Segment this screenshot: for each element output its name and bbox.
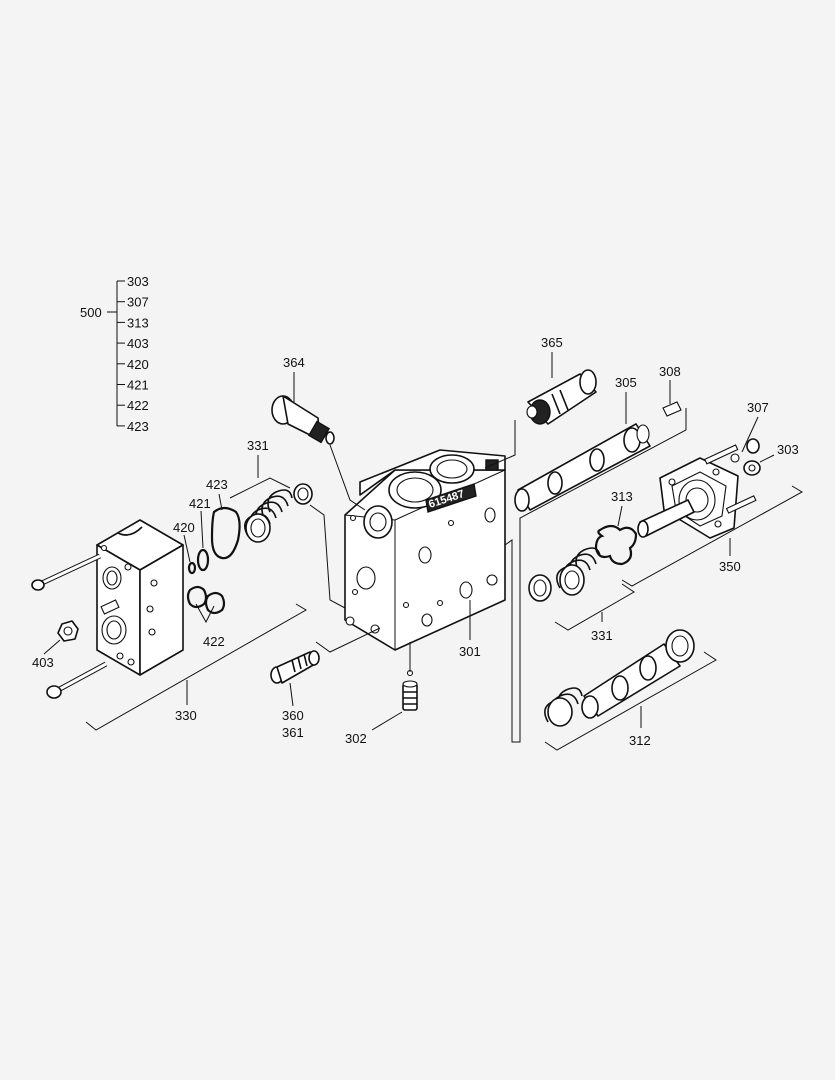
main-valve-block-301: 615487 <box>344 449 506 651</box>
control-block-330 <box>96 519 184 676</box>
callout-313: 313 <box>611 489 633 504</box>
callout-361: 361 <box>282 725 304 740</box>
callout-403: 403 <box>32 655 54 670</box>
kit-list-item: 403 <box>127 336 149 351</box>
callout-364: 364 <box>283 355 305 370</box>
nut-403 <box>57 599 120 642</box>
callout-422: 422 <box>203 634 225 649</box>
callout-360: 360 <box>282 708 304 723</box>
spool-305 <box>514 401 682 512</box>
callout-331-right: 331 <box>591 628 613 643</box>
seals-420-423 <box>186 506 241 615</box>
callout-301: 301 <box>459 644 481 659</box>
kit-list-item: 420 <box>127 357 149 372</box>
callout-365: 365 <box>541 335 563 350</box>
callout-307: 307 <box>747 400 769 415</box>
kit-list: 500 303 307 313 403 420 421 422 423 <box>80 274 149 434</box>
kit-list-item: 423 <box>127 419 149 434</box>
callout-312: 312 <box>629 733 651 748</box>
kit-list-item: 303 <box>127 274 149 289</box>
kit-list-item: 313 <box>127 315 149 330</box>
spring-331-left <box>244 483 313 543</box>
screw-upper-left <box>31 553 102 591</box>
callout-421: 421 <box>189 496 211 511</box>
kit-list-item: 307 <box>127 295 149 310</box>
leader-lines <box>43 352 804 751</box>
solenoid-365 <box>526 369 597 425</box>
callout-330: 330 <box>175 708 197 723</box>
callout-305: 305 <box>615 375 637 390</box>
fitting-360-361 <box>270 616 380 684</box>
screw-lower-left <box>46 661 108 699</box>
kit-list-item: 421 <box>127 378 149 393</box>
callout-420: 420 <box>173 520 195 535</box>
callout-423: 423 <box>206 477 228 492</box>
callout-labels: 364 365 305 308 307 303 331 423 421 420 … <box>32 335 799 748</box>
seal-313 <box>594 524 638 566</box>
spring-331-right <box>528 547 601 602</box>
cover-350 <box>637 438 761 539</box>
callout-303: 303 <box>777 442 799 457</box>
callout-302: 302 <box>345 731 367 746</box>
kit-list-item: 422 <box>127 398 149 413</box>
callout-350: 350 <box>719 559 741 574</box>
solenoid-364 <box>271 395 335 445</box>
callout-308: 308 <box>659 364 681 379</box>
callout-331-left: 331 <box>247 438 269 453</box>
plug-302 <box>402 669 418 711</box>
kit-number-label: 500 <box>80 305 102 320</box>
valve-312 <box>544 629 695 727</box>
